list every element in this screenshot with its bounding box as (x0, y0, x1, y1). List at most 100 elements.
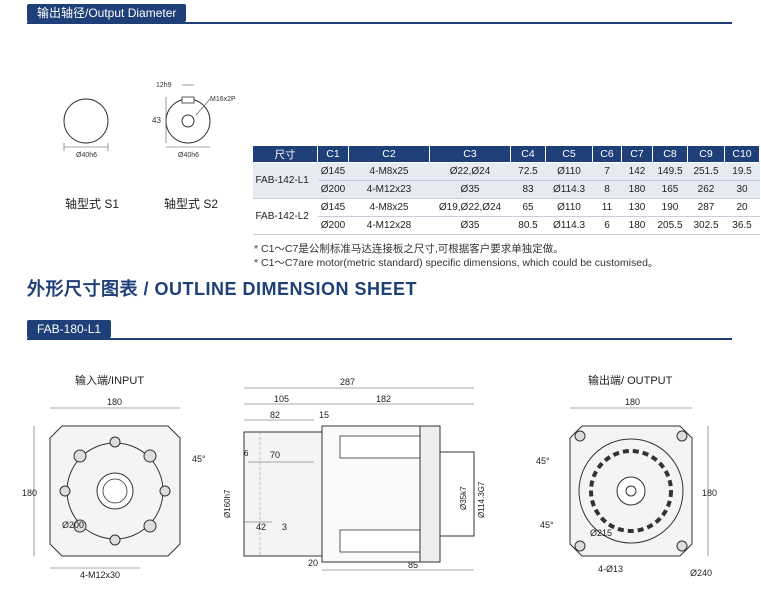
input-label: 输入端/INPUT (75, 373, 144, 387)
model-tab: FAB-180-L1 (27, 320, 112, 338)
mount-hole (676, 430, 688, 442)
table-cell: 8 (592, 180, 622, 199)
shaft-s2-circle (165, 98, 211, 144)
side-6: 6 (244, 449, 249, 458)
table-cell: 251.5 (687, 162, 725, 181)
table-cell: Ø200 (317, 180, 349, 199)
s1-dia-label: Ø40h6 (76, 152, 97, 159)
side-15: 15 (319, 410, 329, 420)
side-105: 105 (274, 394, 289, 404)
input-width: 180 (107, 397, 122, 407)
output-angle1: 45° (536, 456, 550, 466)
shaft-s2-label: 轴型式 S2 (164, 197, 219, 211)
s2-thread-label: M16x2P (210, 96, 236, 103)
output-height: 180 (702, 488, 717, 498)
side-42: 42 (256, 522, 266, 532)
output-holes: 4-Ø13 (598, 564, 623, 574)
table-cell: 165 (652, 180, 688, 199)
header-divider (27, 22, 732, 24)
table-cell: 262 (687, 180, 725, 199)
table-cell: Ø35 (429, 180, 511, 199)
side-phi160: Ø160h7 (223, 489, 232, 518)
input-angle: 45° (192, 454, 206, 464)
table-cell: 72.5 (510, 162, 546, 181)
table-cell: Ø19,Ø22,Ø24 (429, 198, 511, 217)
side-3: 3 (282, 522, 287, 532)
input-height: 180 (22, 488, 37, 498)
spec-table: 尺寸 C1 C2 C3 C4 C5 C6 C7 C8 C9 C10 FAB-14… (252, 145, 760, 235)
table-cell: Ø114.3 (545, 180, 593, 199)
table-cell: Ø145 (317, 162, 349, 181)
table-cell: 180 (621, 216, 653, 235)
output-diameter-header: 输出轴径/Output Diameter (27, 4, 187, 22)
bolt-hole (109, 436, 121, 448)
col-header: C7 (621, 145, 653, 163)
table-header-row: 尺寸 C1 C2 C3 C4 C5 C6 C7 C8 C9 C10 (252, 145, 760, 163)
mount-hole (574, 430, 586, 442)
bolt-hole (73, 449, 87, 463)
col-header: C10 (724, 145, 760, 163)
bolt-hole (109, 534, 121, 546)
table-note-cn: * C1～C7是公制标准马达连接板之尺寸,可根据客户要求单独定做。 (254, 243, 564, 255)
input-holes: 4-M12x30 (80, 570, 120, 580)
output-view: 输出端/ OUTPUT 180 180 45° 45° Ø215 4-Ø13 Ø… (536, 373, 717, 578)
s2-key-label: 12h9 (156, 82, 172, 89)
col-header: C1 (317, 145, 349, 163)
table-cell: Ø35 (429, 216, 511, 235)
output-flange: Ø240 (690, 568, 712, 578)
bolt-hole (73, 519, 87, 533)
table-cell: 130 (621, 198, 653, 217)
table-cell: 180 (621, 180, 653, 199)
side-85: 85 (408, 560, 418, 570)
table-note-en: * C1～C7are motor(metric standard) specif… (254, 257, 659, 269)
col-header: C3 (429, 145, 511, 163)
table-cell: 142 (621, 162, 653, 181)
col-header: C6 (592, 145, 622, 163)
table-cell: 6 (592, 216, 622, 235)
col-header: C2 (348, 145, 430, 163)
output-angle2: 45° (540, 520, 554, 530)
table-cell: 19.5 (724, 162, 760, 181)
table-cell: 11 (592, 198, 622, 217)
table-cell: 190 (652, 198, 688, 217)
outline-title: 外形尺寸图表 / OUTLINE DIMENSION SHEET (27, 279, 418, 299)
table-cell: Ø110 (545, 198, 593, 217)
table-cell: Ø200 (317, 216, 349, 235)
table-cell: 7 (592, 162, 622, 181)
input-pcd: Ø200 (62, 520, 84, 530)
table-cell: 4-M12x28 (348, 216, 430, 235)
model-divider (27, 338, 732, 340)
col-header: C9 (687, 145, 725, 163)
table-cell: 4-M8x25 (348, 198, 430, 217)
table-cell: 4-M8x25 (348, 162, 430, 181)
table-cell: Ø110 (545, 162, 593, 181)
table-cell: 80.5 (510, 216, 546, 235)
shaft-s1-circle (63, 98, 109, 144)
model-cell: FAB-142-L2 (252, 198, 318, 235)
col-header: 尺寸 (252, 145, 318, 163)
table-cell: Ø114.3 (545, 216, 593, 235)
output-width: 180 (625, 397, 640, 407)
bolt-hole (143, 519, 157, 533)
input-view: 输入端/INPUT 180 180 45° Ø200 4-M12x30 (22, 373, 206, 580)
col-header: C4 (510, 145, 546, 163)
side-20: 20 (308, 558, 318, 568)
table-cell: 149.5 (652, 162, 688, 181)
side-total: 287 (340, 377, 355, 387)
side-phi114: Ø114.3G7 (477, 481, 486, 518)
table-cell: 30 (724, 180, 760, 199)
output-label: 输出端/ OUTPUT (588, 373, 673, 387)
side-view: 287 105 182 82 15 6 70 Ø160h7 42 3 20 85… (223, 377, 486, 571)
mount-hole (676, 540, 688, 552)
table-cell: Ø145 (317, 198, 349, 217)
side-phi35: Ø35k7 (459, 486, 468, 510)
table-cell: 36.5 (724, 216, 760, 235)
table-cell: Ø22,Ø24 (429, 162, 511, 181)
table-cell: 302.5 (687, 216, 725, 235)
model-cell: FAB-142-L1 (252, 162, 318, 199)
bolt-hole (59, 485, 71, 497)
side-82: 82 (270, 410, 280, 420)
